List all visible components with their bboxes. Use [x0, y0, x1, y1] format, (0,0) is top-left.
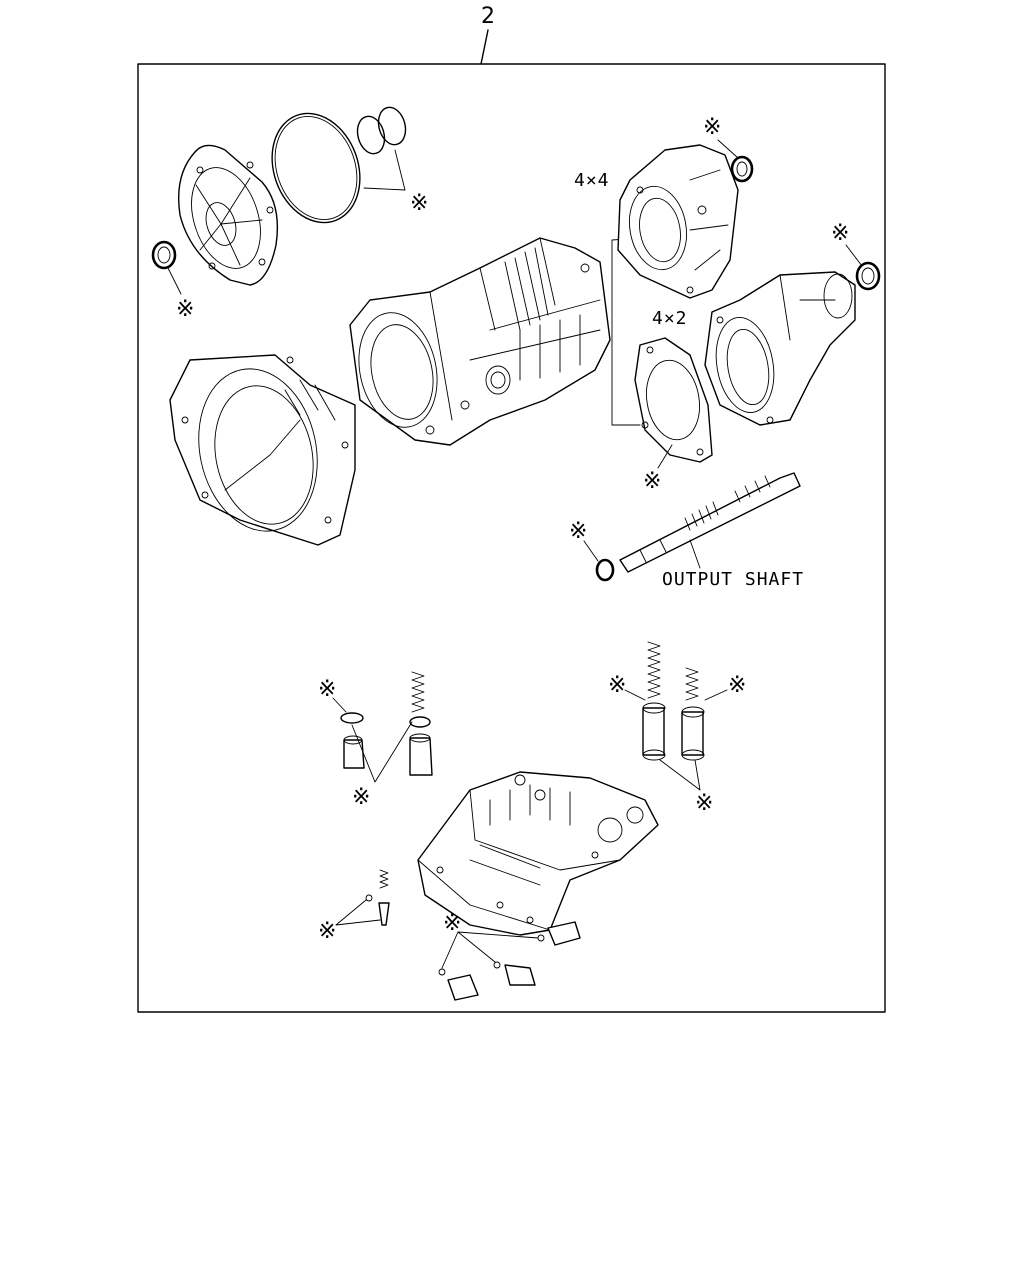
kit-mark: ※ — [176, 297, 194, 322]
label-4x2: 4×2 — [652, 308, 688, 329]
check-ball — [365, 894, 373, 902]
kit-mark: ※ — [831, 221, 849, 246]
oil-pump-cover — [177, 144, 279, 286]
rear-seal-4x4 — [730, 155, 754, 183]
transfer-adapter-housing-4x4 — [617, 144, 739, 299]
kit-mark: ※ — [410, 191, 428, 216]
accumulator-o-ring — [409, 716, 431, 728]
solenoid-lower-right — [493, 961, 536, 986]
o-ring-leader — [332, 697, 347, 713]
solenoid-leader — [441, 931, 539, 969]
output-shaft-seal-ring — [595, 558, 615, 582]
converter-housing — [169, 354, 356, 546]
kit-mark: ※ — [569, 519, 587, 544]
ring-leader — [583, 540, 599, 562]
piston-leader — [624, 689, 646, 701]
gasket-leader — [657, 444, 673, 469]
kit-mark: ※ — [352, 785, 370, 810]
accumulator-piston-left — [343, 735, 365, 769]
solenoid-lower-left — [438, 968, 479, 1001]
accumulator-piston — [642, 702, 666, 761]
kit-mark: ※ — [643, 469, 661, 494]
label-output-shaft: OUTPUT SHAFT — [662, 569, 804, 590]
check-valve — [378, 902, 390, 926]
accumulator-piston — [681, 706, 705, 761]
extension-gasket — [634, 337, 713, 463]
solenoid-upper — [537, 921, 581, 946]
accumulator-leader — [351, 721, 413, 783]
seal-leader — [845, 244, 863, 267]
kit-mark: ※ — [608, 673, 626, 698]
kit-frame — [137, 63, 886, 1013]
output-shaft-leader — [689, 539, 701, 569]
transmission-case — [349, 237, 611, 446]
accumulator-spring — [685, 667, 699, 701]
kit-mark: ※ — [695, 791, 713, 816]
seal-leader — [717, 139, 739, 159]
seal-leader — [167, 267, 182, 295]
rear-seal-4x2 — [855, 261, 881, 291]
label-4x4: 4×4 — [574, 170, 610, 191]
check-ball-leader — [335, 899, 381, 926]
output-shaft — [619, 472, 801, 573]
small-o-ring-pair — [356, 106, 407, 155]
accumulator-spring — [647, 641, 661, 699]
extension-housing-4x2 — [704, 271, 856, 426]
callout-leader — [480, 29, 489, 65]
kit-mark: ※ — [703, 115, 721, 140]
kit-mark: ※ — [443, 911, 461, 936]
large-o-ring — [271, 112, 361, 224]
piston-seal-leader — [659, 759, 701, 791]
piston-leader — [704, 689, 728, 701]
accumulator-spring — [411, 671, 425, 713]
front-oil-seal — [151, 240, 177, 270]
check-ball-spring — [379, 869, 389, 889]
valve-body — [417, 771, 659, 936]
kit-mark: ※ — [728, 673, 746, 698]
kit-mark: ※ — [318, 677, 336, 702]
accumulator-piston-right — [409, 733, 433, 776]
callout-number: 2 — [481, 4, 495, 29]
kit-mark: ※ — [318, 919, 336, 944]
o-ring-leader — [363, 149, 406, 191]
accumulator-o-ring — [340, 712, 364, 724]
